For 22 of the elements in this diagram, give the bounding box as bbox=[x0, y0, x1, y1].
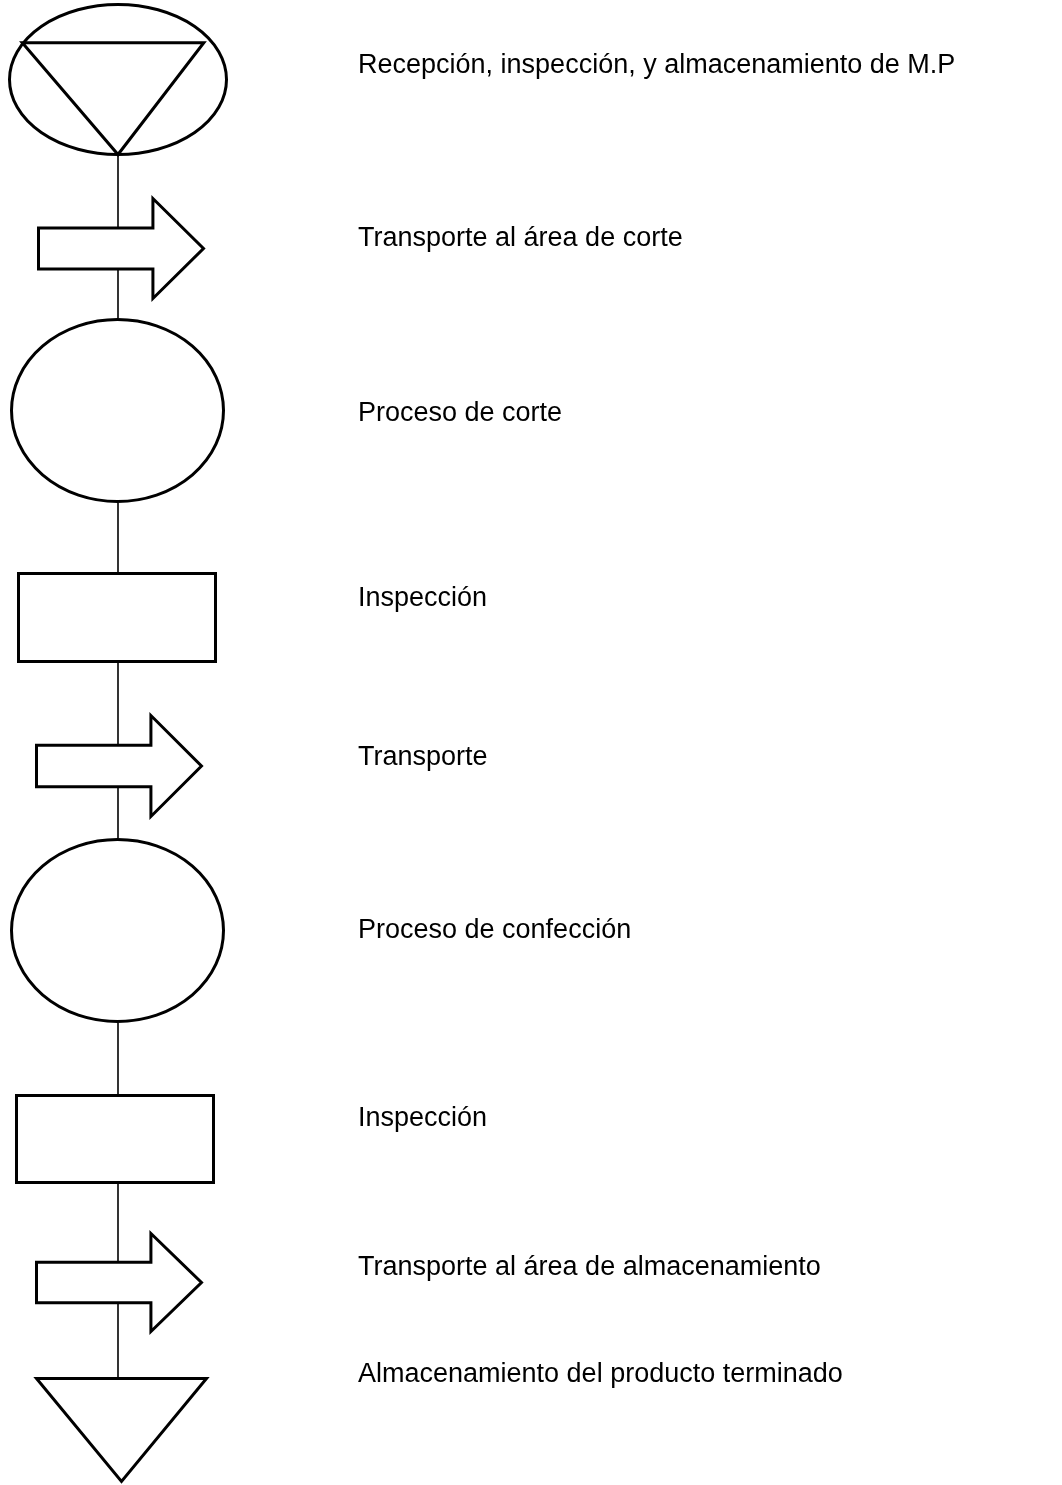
storage-triangle bbox=[35, 1377, 208, 1483]
step-label: Transporte bbox=[358, 740, 488, 773]
inspection-box bbox=[15, 1094, 215, 1184]
step-label: Recepción, inspección, y almacenamiento de M.P bbox=[358, 48, 956, 81]
transport-symbol bbox=[35, 714, 203, 818]
connector-line bbox=[117, 786, 119, 839]
storage-inspection-symbol bbox=[8, 3, 228, 156]
step-label: Transporte al área de corte bbox=[358, 221, 683, 254]
connector-line bbox=[117, 662, 119, 746]
step-label: Proceso de confección bbox=[358, 913, 632, 946]
connector-line bbox=[117, 502, 119, 573]
transport-symbol bbox=[35, 1232, 203, 1333]
step-label: Proceso de corte bbox=[358, 396, 563, 429]
step-label: Inspección bbox=[358, 1101, 488, 1134]
operation-ellipse bbox=[10, 318, 225, 503]
operation-ellipse bbox=[10, 838, 225, 1023]
step-label: Inspección bbox=[358, 581, 488, 614]
step-label: Transporte al área de almacenamiento bbox=[358, 1250, 821, 1283]
inspection-box bbox=[17, 572, 217, 663]
transport-symbol bbox=[37, 197, 205, 300]
connector-line bbox=[117, 1022, 119, 1095]
step-label: Almacenamiento del producto terminado bbox=[358, 1357, 843, 1390]
